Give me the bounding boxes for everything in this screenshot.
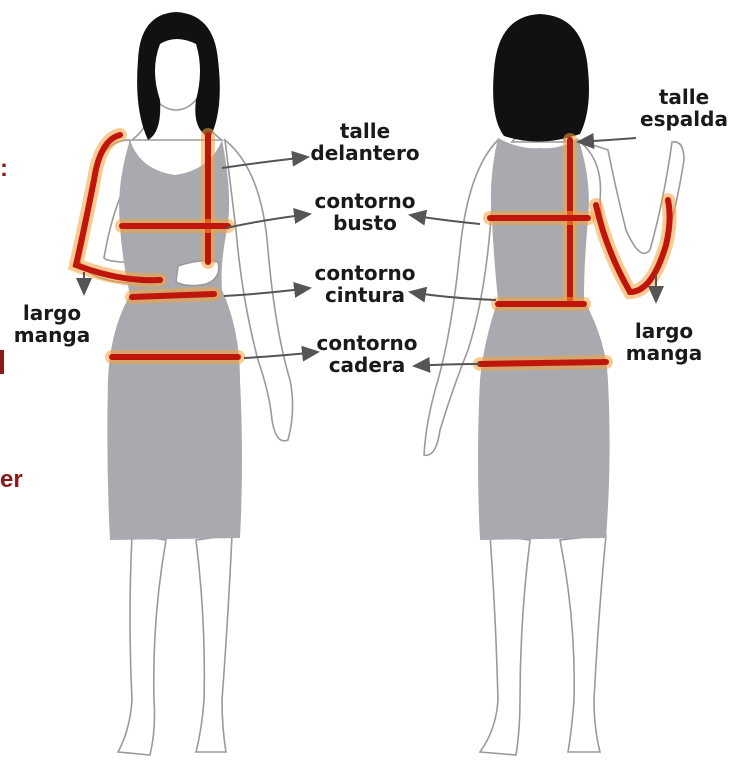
front-legs	[118, 535, 232, 755]
label-talle-espalda-line1: talle	[636, 86, 732, 108]
cropped-text-er: er	[0, 466, 23, 494]
back-hair	[493, 14, 589, 142]
front-figure	[76, 12, 293, 755]
label-talle-delantero-line2: delantero	[300, 142, 430, 164]
label-largo-manga-back: largo manga	[624, 320, 704, 364]
label-contorno-busto-line2: busto	[300, 212, 430, 234]
label-talle-espalda: talle espalda	[636, 86, 732, 130]
front-dress	[107, 140, 242, 540]
label-contorno-busto: contorno busto	[300, 190, 430, 234]
label-talle-delantero-line1: talle	[300, 120, 430, 142]
arrow-talle-espalda	[578, 138, 636, 142]
back-hip-line	[480, 362, 606, 364]
label-contorno-cadera-line2: cadera	[302, 354, 432, 376]
label-largo-manga-back-line2: manga	[624, 342, 704, 364]
label-contorno-cadera-line1: contorno	[302, 332, 432, 354]
back-legs	[480, 535, 606, 755]
label-talle-delantero: talle delantero	[300, 120, 430, 164]
label-contorno-cadera: contorno cadera	[302, 332, 432, 376]
label-largo-manga-front-line2: manga	[12, 324, 92, 346]
cropped-text-colon: :	[0, 155, 8, 183]
front-waist-line	[132, 294, 214, 297]
label-talle-espalda-line2: espalda	[636, 108, 732, 130]
label-contorno-busto-line1: contorno	[300, 190, 430, 212]
back-dress	[478, 138, 610, 540]
label-largo-manga-front-line1: largo	[12, 302, 92, 324]
label-largo-manga-back-line1: largo	[624, 320, 704, 342]
cropped-text-fragment	[0, 350, 4, 374]
label-contorno-cintura-line2: cintura	[300, 284, 430, 306]
label-largo-manga-front: largo manga	[12, 302, 92, 346]
label-contorno-cintura-line1: contorno	[300, 262, 430, 284]
label-contorno-cintura: contorno cintura	[300, 262, 430, 306]
